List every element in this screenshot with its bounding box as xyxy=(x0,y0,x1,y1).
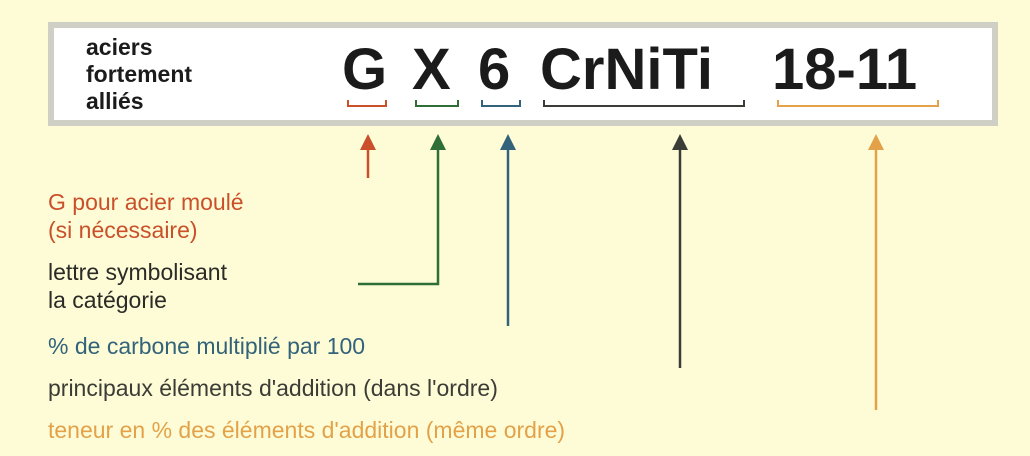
explanation-elements: principaux éléments d'addition (dans l'o… xyxy=(48,375,498,401)
arrow-x-head xyxy=(430,134,446,150)
code-box xyxy=(48,22,998,126)
arrow-contents-head xyxy=(868,134,884,150)
explanation-g-line-2: (si nécessaire) xyxy=(48,217,198,243)
explanation-contents: teneur en % des éléments d'addition (mêm… xyxy=(48,417,566,443)
code-elements: CrNiTi xyxy=(540,37,713,102)
explanation-x: lettre symbolisant la catégorie xyxy=(48,258,227,314)
category-line-1: aciers xyxy=(86,34,153,60)
category-label: aciers fortement alliés xyxy=(86,34,192,115)
arrow-x-line xyxy=(358,146,440,286)
explanation-x-line-1: lettre symbolisant xyxy=(48,259,227,285)
explanation-g-line-1: G pour acier moulé xyxy=(48,189,244,215)
code-six: 6 xyxy=(478,37,511,102)
arrow-carbon-head xyxy=(500,134,516,150)
arrow-g-head xyxy=(360,134,376,150)
explanation-x-line-2: la catégorie xyxy=(48,287,167,313)
code-contents: 18-11 xyxy=(772,37,918,102)
bracket-x xyxy=(415,100,459,107)
code-x: X xyxy=(412,37,451,102)
category-line-3: alliés xyxy=(86,88,144,114)
arrow-elements-head xyxy=(672,134,688,150)
bracket-six xyxy=(481,100,521,107)
category-line-2: fortement xyxy=(86,61,193,87)
bracket-elements xyxy=(543,100,745,107)
bracket-g xyxy=(347,100,387,107)
code-g: G xyxy=(342,37,388,102)
bracket-contents xyxy=(777,100,939,107)
explanation-carbon: % de carbone multiplié par 100 xyxy=(48,333,366,359)
explanation-g: G pour acier moulé (si nécessaire) xyxy=(48,188,244,244)
